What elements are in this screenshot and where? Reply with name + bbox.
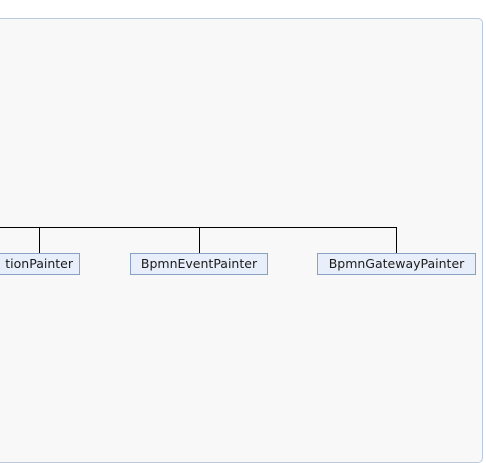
node-label: BpmnGatewayPainter bbox=[328, 256, 465, 271]
diagram-panel bbox=[0, 18, 483, 463]
diagram-canvas: tionPainter BpmnEventPainter BpmnGateway… bbox=[0, 18, 483, 463]
node-bpmn-event-painter[interactable]: BpmnEventPainter bbox=[130, 253, 268, 275]
node-label: tionPainter bbox=[5, 256, 73, 271]
node-activity-painter[interactable]: tionPainter bbox=[0, 253, 80, 275]
node-bpmn-gateway-painter[interactable]: BpmnGatewayPainter bbox=[317, 253, 476, 275]
node-label: BpmnEventPainter bbox=[140, 256, 258, 271]
